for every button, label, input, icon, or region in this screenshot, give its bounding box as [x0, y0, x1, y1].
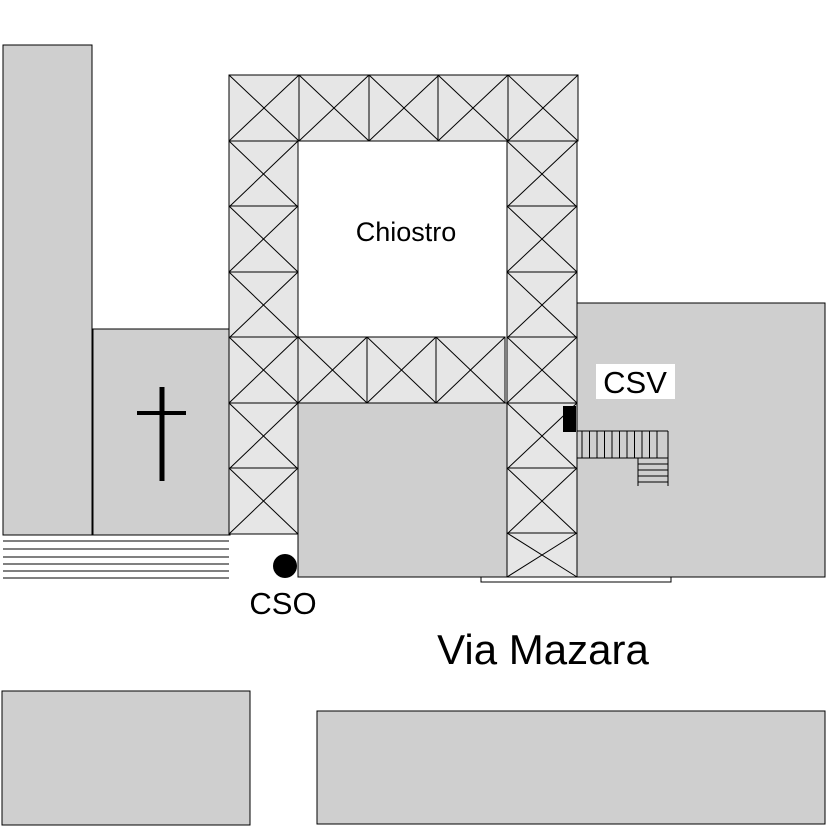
- building-bottom-left: [1, 690, 251, 826]
- street-label: Via Mazara: [437, 626, 649, 673]
- cross-icon: [137, 387, 186, 481]
- front-threshold: [480, 576, 672, 583]
- arcade-bay: [297, 336, 368, 404]
- building-left-tall: [2, 44, 93, 536]
- arcade-bay: [228, 140, 299, 208]
- cloister-arcades: [228, 74, 579, 578]
- arcade-bay: [507, 74, 579, 142]
- arcade-bay: [228, 205, 299, 273]
- csv-label-background: [596, 364, 675, 399]
- arcade-bay: [506, 467, 578, 535]
- csv-marker: [563, 406, 576, 432]
- arcade-bay: [298, 74, 370, 142]
- arcade-bay: [368, 74, 440, 142]
- arcade-bay: [506, 271, 578, 339]
- building-right: [576, 302, 826, 578]
- arcade-bay: [506, 140, 578, 208]
- arcade-bay: [506, 205, 578, 273]
- arcade-bay: [366, 336, 437, 404]
- arcade-bay: [228, 467, 299, 535]
- building-central: [297, 402, 508, 578]
- cso-label: CSO: [249, 586, 316, 621]
- arcade-bay: [506, 532, 578, 578]
- cso-marker-dot: [273, 554, 297, 578]
- arcade-bay: [228, 74, 300, 142]
- cloister-label: Chiostro: [356, 217, 457, 247]
- church-steps: [3, 540, 229, 579]
- stairs: [577, 430, 669, 486]
- arcade-bay: [506, 336, 578, 404]
- arcade-bay: [228, 402, 299, 470]
- csv-label: CSV: [603, 365, 667, 400]
- arcade-bay: [228, 336, 299, 404]
- arcade-bay: [228, 271, 299, 339]
- arcade-bay: [435, 336, 506, 404]
- arcade-bay: [437, 74, 509, 142]
- building-bottom-right: [316, 710, 826, 825]
